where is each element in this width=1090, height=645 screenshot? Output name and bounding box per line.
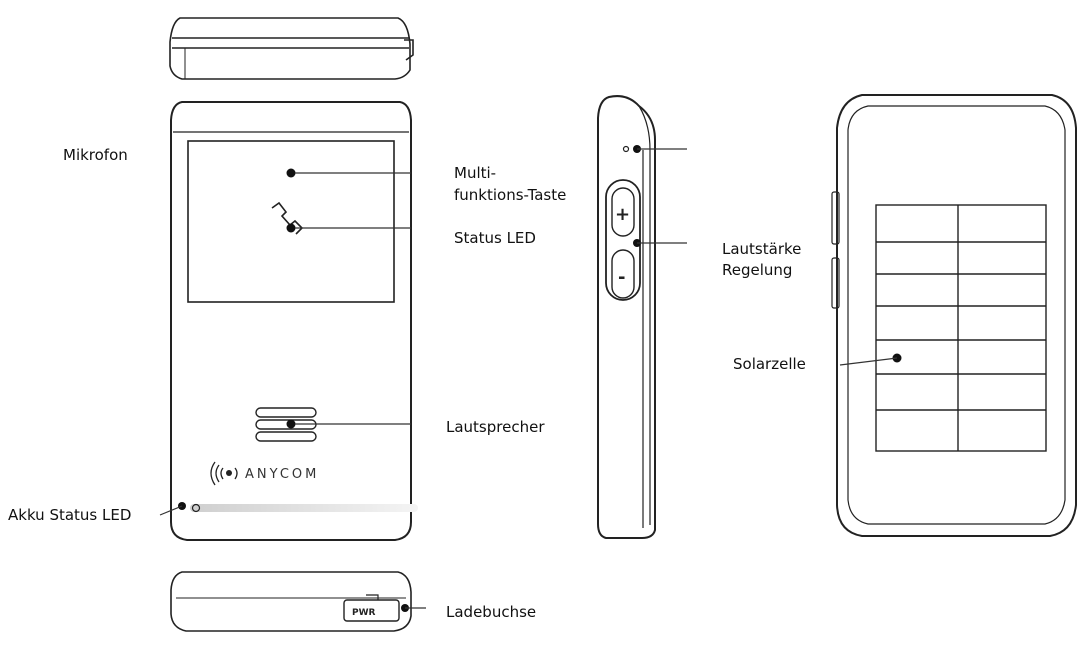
charging-port: [343, 599, 400, 622]
status-led-marker: [286, 223, 296, 233]
leader-solar: [839, 357, 898, 366]
speaker-marker: [286, 419, 296, 429]
label-multi-line2: funktions-Taste: [454, 186, 567, 204]
label-lautsprecher: Lautsprecher: [446, 418, 545, 436]
side-mic-hole: [622, 145, 630, 153]
front-markers: [178, 168, 296, 510]
leader-akku: [159, 505, 183, 516]
top-view: [169, 17, 414, 80]
label-ladebuchse: Ladebuchse: [446, 603, 537, 621]
label-lautstaerke-line1: Lautstärke: [722, 240, 802, 258]
bottom-view: [170, 571, 412, 632]
speaker-grille: [255, 407, 317, 442]
side-view: [597, 95, 656, 539]
front-display-panel: [187, 140, 395, 303]
leader-lines: [159, 148, 898, 609]
multi-button-marker: [286, 168, 296, 178]
minus-sign: -: [618, 267, 625, 288]
label-status-led: Status LED: [454, 229, 536, 247]
anycom-logo: [210, 461, 238, 486]
solar-panel: [875, 204, 1047, 452]
akku-status-led: [191, 503, 201, 513]
label-solarzelle: Solarzelle: [733, 355, 806, 373]
front-view: [170, 101, 418, 541]
phone-icon: [271, 201, 304, 235]
label-lautstaerke-line2: Regelung: [722, 261, 793, 279]
brand-text: ANYCOM: [245, 467, 319, 482]
label-mikrofon: Mikrofon: [63, 146, 128, 164]
back-view: [831, 94, 1077, 537]
label-akku-status-led: Akku Status LED: [8, 506, 132, 524]
volume-rocker: [605, 179, 641, 301]
label-multi-line1: Multi-: [454, 164, 497, 182]
akku-led-strip: [190, 504, 418, 512]
plus-sign: +: [615, 204, 630, 225]
port-label: PWR: [352, 608, 376, 618]
